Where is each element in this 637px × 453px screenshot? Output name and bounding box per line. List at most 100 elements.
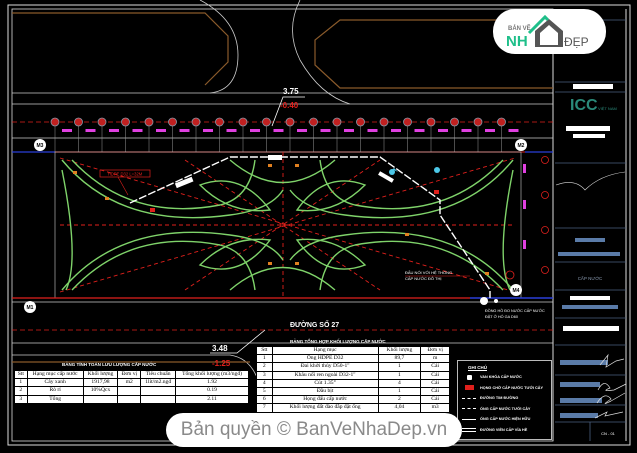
tree-icon (379, 117, 389, 127)
legend-symbol-icon (458, 385, 480, 391)
logo-ban-ve-nha-dep: BẢN VẼ NH ĐẸP (493, 9, 606, 54)
table-cell: 7 (256, 403, 273, 413)
table-cell: m (420, 354, 450, 364)
table-cell: Đai khởi thủy D50-1" (271, 362, 379, 372)
shrub-mark (85, 129, 96, 132)
manhole-m3: M3 (34, 139, 46, 151)
shrub-mark (273, 129, 284, 132)
table-cell: 1 (377, 370, 422, 380)
table-cell: Họng đấu cấp nước (271, 395, 379, 405)
table-cell: 1 (377, 387, 422, 397)
legend-item: ĐƯỜNG VIỀN CẤP VỈA HÈ (458, 425, 551, 436)
company-logo: ICC (570, 97, 598, 114)
tree-icon (238, 117, 248, 127)
column-header: Stt (256, 345, 273, 356)
manhole-m2: M2 (515, 139, 527, 151)
shrub-mark (438, 129, 448, 132)
shrub-mark (461, 129, 472, 132)
tree-icon (426, 117, 436, 127)
tree-icon (262, 117, 271, 127)
legend-item: ĐƯỜNG TIM ĐƯỜNG (458, 393, 551, 404)
level-top-elev: 3.75 (283, 87, 299, 96)
table-cell: Cái (420, 378, 450, 389)
legend-title: GHI CHÚ (468, 365, 487, 370)
svg-text:M1: M1 (27, 305, 34, 311)
table-cell: 1917,98 (82, 378, 119, 388)
shrub-mark (250, 129, 260, 132)
svg-text:M2: M2 (518, 143, 525, 149)
shrub-mark (226, 129, 237, 132)
shrub-mark (320, 129, 331, 132)
road-block-left (12, 12, 229, 86)
tree-icon (473, 117, 483, 127)
table-cell: Cây xanh (26, 378, 84, 388)
tree-icon (356, 117, 365, 127)
legend-item: ỐNG CẤP NƯỚC TƯỚI CÂY (458, 404, 551, 415)
table-cell: 6 (256, 395, 273, 405)
tree-icon (450, 117, 459, 127)
table-cell: Đầu bịt (271, 387, 379, 397)
table-cell: 2 (14, 386, 28, 396)
table-cell: Cái (420, 387, 450, 397)
legend-symbol-icon (458, 427, 480, 432)
table-cell: Tổng (26, 394, 84, 404)
legend-symbol-icon (458, 397, 480, 399)
table-cell: Khâu nối ren ngoài D32-1" (271, 370, 379, 380)
sheet-number: CN - 01 (601, 431, 616, 436)
table-cell: 4,04 (377, 403, 422, 413)
title-block (555, 19, 626, 441)
tree-icon (121, 117, 130, 127)
svg-text:ĐẸP: ĐẸP (564, 35, 589, 49)
table-cell: 3 (14, 394, 28, 404)
shrub-mark (391, 129, 401, 132)
table-cell: Cút 1.35° (271, 378, 379, 389)
pipe-tag-text: HDPE D32 L=32M (108, 172, 143, 177)
volume-table-title: BẢNG TỔNG HỢP KHỐI LƯỢNG CẤP NƯỚC (290, 339, 386, 344)
table-cell: Rò rỉ (26, 386, 84, 396)
column-header: Tiêu chuẩn (140, 369, 177, 380)
table-cell: 3 (256, 370, 273, 380)
tree-icon (97, 117, 107, 127)
table-cell (117, 386, 142, 396)
legend-item: ỐNG CẤP NƯỚC HIỆN HỮU (458, 414, 551, 425)
watermark: Bản quyền © BanVeNhaDep.vn (166, 413, 462, 447)
shrub-mark (109, 129, 119, 132)
level-bottom-elev: 3.48 (212, 344, 228, 353)
table-cell: Cái (420, 370, 450, 380)
table-cell: 0.19 (175, 386, 249, 396)
manhole-m4: M4 (510, 284, 522, 296)
signatures (594, 353, 627, 419)
note-connection-1: ĐẤU NỐI VỚI HỆ THỐNG (405, 270, 452, 275)
column-header: Stt (14, 369, 28, 380)
table-cell: 89,7 (377, 354, 422, 364)
shrub-mark (132, 129, 143, 132)
table-cell (82, 394, 119, 404)
tree-icon (215, 117, 224, 127)
table-cell: Khối lượng đất đào đắp đặt ống (271, 403, 379, 413)
svg-text:BẢN VẼ: BẢN VẼ (508, 25, 531, 32)
tree-row (50, 117, 519, 152)
tree-icon (403, 117, 412, 127)
road-block-right (314, 19, 553, 89)
legend-symbol-icon (458, 418, 480, 420)
column-header: Khối lượng (82, 369, 119, 380)
table-cell: 2 (377, 395, 422, 405)
table-cell: 5 (256, 387, 273, 397)
tree-icon (497, 117, 506, 127)
shrub-mark (485, 129, 495, 132)
tree-icon (144, 117, 154, 127)
table-cell: 1lít/m2.ngđ (140, 378, 177, 388)
table-cell (140, 386, 177, 396)
svg-text:M3: M3 (37, 143, 44, 149)
valve-marks (73, 164, 489, 275)
column-header: Tổng khối lượng (m3/ngđ) (175, 369, 249, 380)
table-cell: Ống HDPE D32 (271, 354, 379, 364)
